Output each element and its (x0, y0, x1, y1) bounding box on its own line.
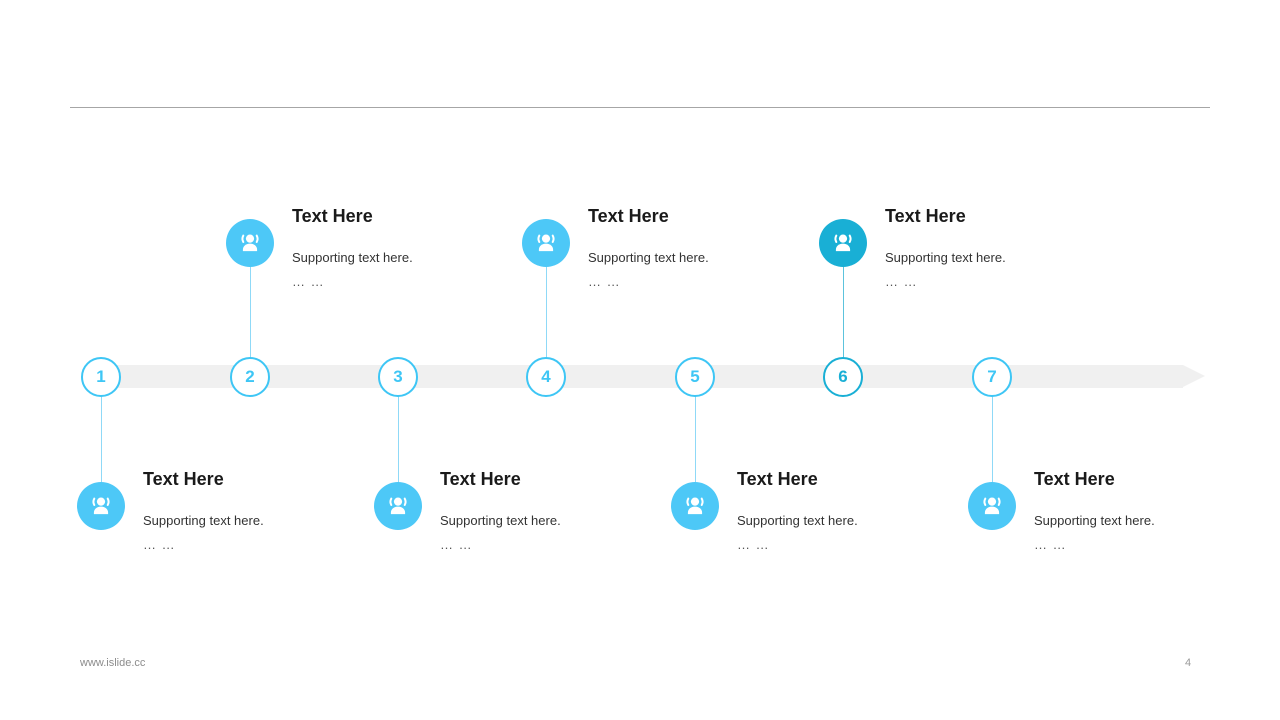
step-title: Text Here (440, 469, 521, 489)
step-title: Text Here (885, 206, 966, 226)
step-node-4[interactable]: 4 (526, 356, 566, 397)
step-node-number: 6 (838, 367, 848, 386)
user-group-icon (834, 234, 852, 252)
step-connector-line (101, 376, 102, 506)
step-title: Text Here (143, 469, 224, 489)
step-supporting-text: Supporting text here. (440, 512, 561, 528)
step-node-5[interactable]: 5 (675, 356, 715, 397)
step-icon-badge-7[interactable] (968, 482, 1016, 530)
user-group-icon (241, 234, 259, 252)
step-icon-badge-1[interactable] (77, 482, 125, 530)
footer-page-number: 4 (1185, 657, 1192, 669)
step-connector-line (250, 243, 251, 377)
step-node-7[interactable]: 7 (972, 356, 1012, 397)
step-supporting-text: Supporting text here. (588, 249, 709, 265)
step-node-number: 2 (245, 367, 255, 386)
timeline-bar (101, 365, 1205, 388)
step-node-number: 4 (541, 367, 551, 386)
user-group-icon (537, 234, 555, 252)
step-icon-badge-2[interactable] (226, 219, 274, 267)
user-group-icon (92, 497, 110, 515)
step-ellipsis-text: … … (440, 536, 473, 552)
step-icon-badge-4[interactable] (522, 219, 570, 267)
step-connector-line (695, 376, 696, 506)
footer-website[interactable]: www.islide.cc (80, 657, 146, 669)
step-title: Text Here (737, 469, 818, 489)
step-supporting-text: Supporting text here. (1034, 512, 1155, 528)
step-node-number: 5 (690, 367, 700, 386)
step-node-number: 3 (393, 367, 403, 386)
step-connector-line (843, 243, 844, 377)
step-ellipsis-text: … … (292, 273, 325, 289)
step-node-6[interactable]: 6 (823, 356, 863, 397)
step-title: Text Here (292, 206, 373, 226)
timeline-arrow-icon (1183, 365, 1205, 387)
step-icon-badge-6[interactable] (819, 219, 867, 267)
timeline-bar-body (101, 365, 1183, 388)
user-group-icon (686, 497, 704, 515)
step-icon-badge-3[interactable] (374, 482, 422, 530)
top-divider-rule (70, 107, 1210, 108)
user-group-icon (983, 497, 1001, 515)
step-icon-badge-5[interactable] (671, 482, 719, 530)
step-node-number: 1 (96, 367, 106, 386)
user-group-icon (389, 497, 407, 515)
step-ellipsis-text: … … (1034, 536, 1067, 552)
step-ellipsis-text: … … (737, 536, 770, 552)
step-node-number: 7 (987, 367, 997, 386)
step-connector-line (992, 376, 993, 506)
step-connector-line (398, 376, 399, 506)
step-ellipsis-text: … … (885, 273, 918, 289)
step-ellipsis-text: … … (143, 536, 176, 552)
step-node-2[interactable]: 2 (230, 356, 270, 397)
step-node-3[interactable]: 3 (378, 356, 418, 397)
step-supporting-text: Supporting text here. (885, 249, 1006, 265)
step-supporting-text: Supporting text here. (143, 512, 264, 528)
step-connector-line (546, 243, 547, 377)
step-title: Text Here (1034, 469, 1115, 489)
step-ellipsis-text: … … (588, 273, 621, 289)
step-title: Text Here (588, 206, 669, 226)
step-node-1[interactable]: 1 (81, 356, 121, 397)
step-supporting-text: Supporting text here. (292, 249, 413, 265)
step-supporting-text: Supporting text here. (737, 512, 858, 528)
